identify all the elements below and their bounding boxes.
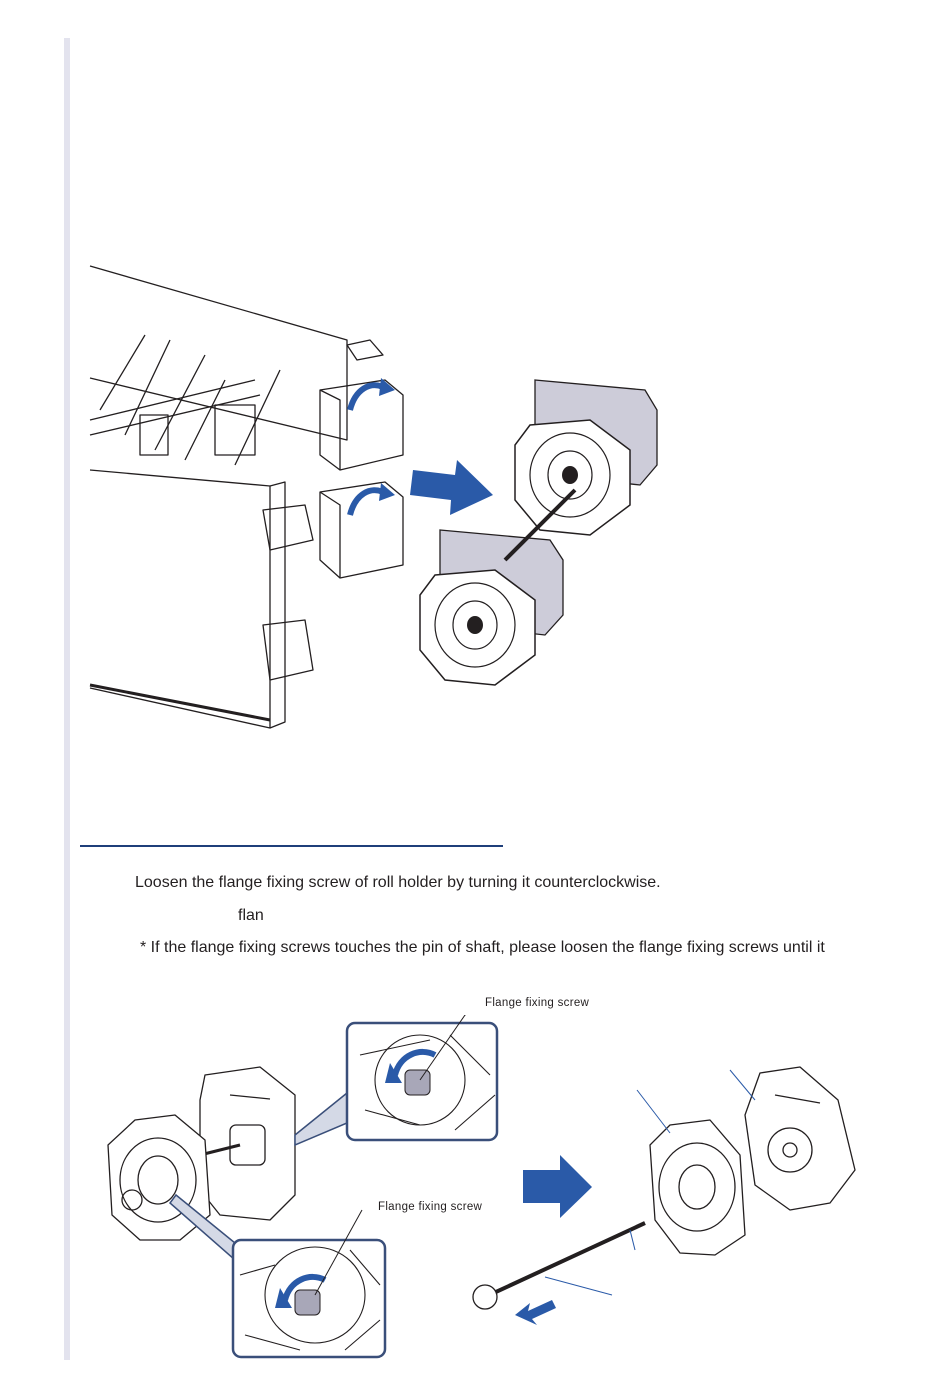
printer-upper-body [90, 266, 347, 440]
arrow-down-left-icon [515, 1300, 556, 1325]
arrow-right-icon-2 [523, 1155, 592, 1218]
section-divider [80, 845, 503, 847]
flange-back-plate-right [745, 1067, 855, 1210]
rotate-arrow-upper-icon [350, 385, 385, 410]
arrow-right-icon [410, 460, 493, 515]
note-text: * If the flange fixing screws touches th… [140, 938, 825, 958]
figure-flange-removal [100, 1015, 870, 1360]
callout-flange-fixing-screw-top: Flange fixing screw [485, 997, 589, 1009]
rotate-arrow-lower-icon [350, 490, 385, 515]
flange-front-right [650, 1120, 745, 1255]
shaft [485, 1223, 645, 1297]
roll-holder-flanges [420, 380, 657, 685]
fragment-text: flan [238, 906, 264, 926]
flange-back-plate-left [200, 1067, 295, 1220]
callout-flange-fixing-screw-bottom: Flange fixing screw [378, 1201, 482, 1213]
figure-printer-remove-roll-holder [85, 260, 675, 740]
step-instruction-text: Loosen the flange fixing screw of roll h… [135, 873, 661, 893]
left-margin-bar [64, 38, 70, 1360]
